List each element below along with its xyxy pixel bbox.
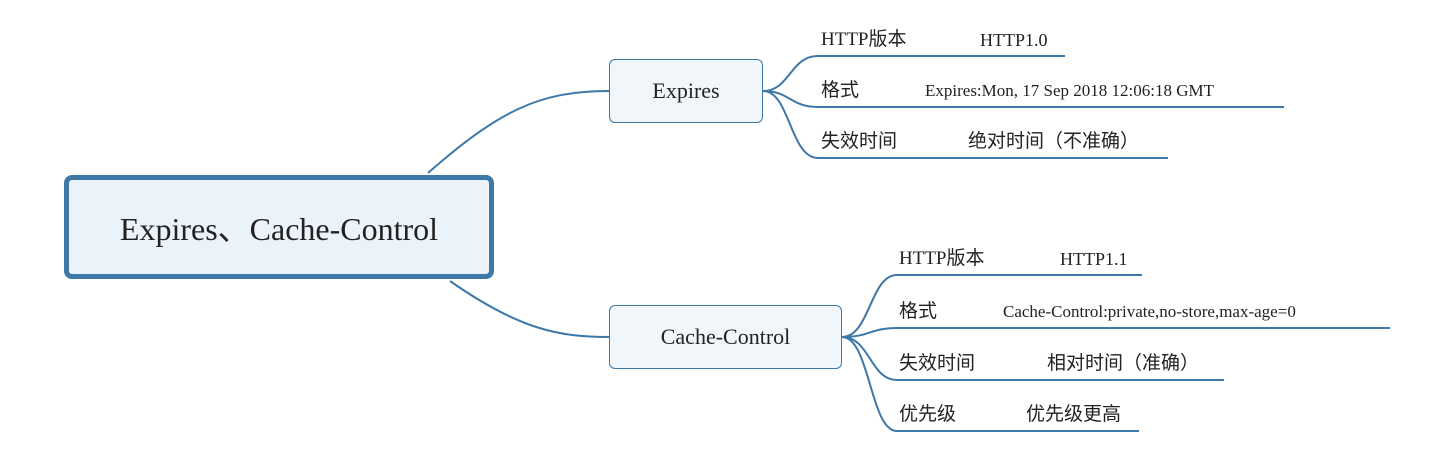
connector-root-cache: [449, 280, 610, 338]
expires-http-version-key[interactable]: HTTP版本: [821, 29, 907, 50]
connector-expires-expiry: [762, 90, 1168, 159]
connector-cache-http: [841, 274, 1142, 338]
branch-cache-control-label: Cache-Control: [660, 324, 791, 349]
connector-root-expires: [427, 90, 610, 174]
connector-cache-expiry: [841, 336, 1224, 381]
connector-cache-format: [841, 327, 1390, 338]
cache-expiry-value[interactable]: 相对时间（准确）: [1047, 353, 1200, 374]
cache-format-value[interactable]: Cache-Control:private,no-store,max-age=0: [1003, 302, 1296, 321]
connector-cache-priority: [841, 336, 1139, 432]
connector-expires-format: [762, 90, 1284, 108]
branch-cache-control[interactable]: Cache-Control: [609, 305, 842, 369]
cache-priority-value[interactable]: 优先级更高: [1026, 404, 1122, 425]
expires-expiry-value[interactable]: 绝对时间（不准确）: [968, 131, 1140, 152]
root-topic-label: Expires、Cache-Control: [119, 211, 439, 247]
branch-expires[interactable]: Expires: [609, 59, 763, 123]
root-topic[interactable]: Expires、Cache-Control: [64, 175, 494, 279]
expires-expiry-key[interactable]: 失效时间: [821, 131, 898, 152]
expires-format-value[interactable]: Expires:Mon, 17 Sep 2018 12:06:18 GMT: [925, 81, 1214, 100]
cache-expiry-key[interactable]: 失效时间: [899, 353, 976, 374]
expires-format-key[interactable]: 格式: [821, 80, 860, 101]
cache-priority-key[interactable]: 优先级: [899, 404, 957, 425]
cache-http-version-key[interactable]: HTTP版本: [899, 248, 985, 269]
cache-format-key[interactable]: 格式: [899, 301, 938, 322]
connector-expires-http: [762, 55, 1065, 92]
expires-http-version-value[interactable]: HTTP1.0: [980, 30, 1048, 50]
branch-expires-label: Expires: [652, 78, 720, 103]
cache-http-version-value[interactable]: HTTP1.1: [1060, 249, 1128, 269]
